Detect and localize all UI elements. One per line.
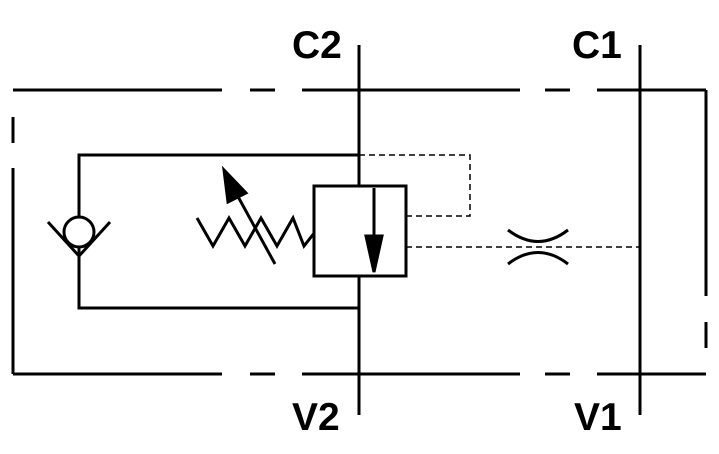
check-valve-icon bbox=[46, 215, 112, 258]
adjustable-spring-icon bbox=[195, 165, 317, 265]
orifice-restrictor-icon bbox=[507, 228, 569, 266]
port-label-v2: V2 bbox=[292, 396, 340, 439]
pilot-lines bbox=[359, 154, 640, 248]
valve-body-boundary bbox=[11, 88, 708, 376]
port-label-c1: C1 bbox=[572, 24, 622, 67]
port-label-c2: C2 bbox=[292, 24, 342, 67]
valve-spool-block bbox=[312, 184, 408, 278]
port-label-v1: V1 bbox=[574, 396, 622, 439]
